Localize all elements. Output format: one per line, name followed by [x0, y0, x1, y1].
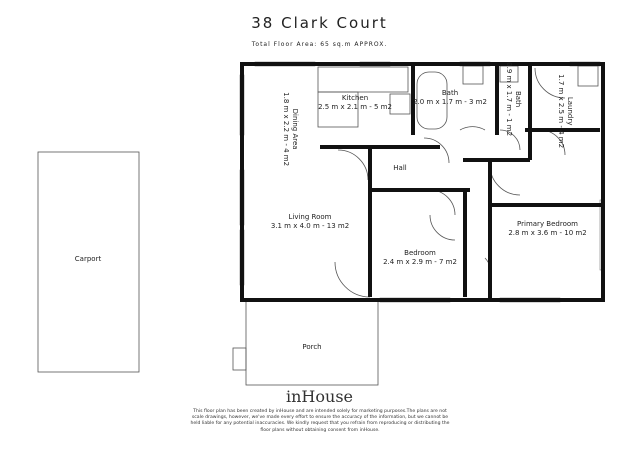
room-name: Kitchen — [341, 94, 369, 102]
porch-step — [232, 347, 247, 371]
floor-area: Total Floor Area: 65 sq.m APPROX. — [251, 41, 388, 48]
outer-walls — [240, 62, 605, 302]
kitchen-bench — [317, 66, 409, 93]
room-carport: Carport — [74, 255, 102, 263]
carport-outline — [37, 151, 140, 373]
room-size: 2.0 m x 1.7 m - 3 m2 — [413, 98, 487, 107]
room-name: Laundry — [566, 96, 575, 126]
room-name: Living Room — [288, 213, 332, 221]
disclaimer: This floor plan has been created by inHo… — [190, 409, 450, 433]
room-size: 2.8 m x 3.6 m - 10 m2 — [508, 229, 587, 238]
room-size: 2.5 m x 2.1 m - 5 m2 — [318, 103, 392, 112]
page-title: 38 Clark Court — [251, 14, 388, 32]
room-name: Bath — [514, 90, 523, 108]
room-size: 1.8 m x 2.2 m - 4 m2 — [282, 92, 290, 167]
room-name: Bath — [441, 89, 459, 97]
laundry-tub — [577, 65, 599, 87]
room-size: 2.4 m x 2.9 m - 7 m2 — [383, 258, 457, 267]
room-hall: Hall — [393, 164, 407, 172]
room-porch: Porch — [302, 343, 322, 351]
room-name: Dining Area — [291, 108, 300, 150]
room-size: 3.1 m x 4.0 m - 13 m2 — [270, 222, 350, 231]
room-name: Bedroom — [404, 249, 436, 257]
cooktop — [389, 93, 411, 115]
bathtub — [416, 71, 448, 130]
room-size: 1.7 m x 2.5 m - 4 m2 — [557, 74, 565, 149]
interior-walls — [320, 64, 603, 300]
inhouse-logo: inHouse — [286, 387, 353, 406]
room-size: 0.9 m x 1.7 m - 1 m2 — [505, 62, 513, 137]
bath-basin — [462, 65, 484, 85]
door-swing — [334, 67, 566, 298]
kitchen-island — [317, 91, 359, 128]
room-name: Primary Bedroom — [517, 220, 578, 228]
